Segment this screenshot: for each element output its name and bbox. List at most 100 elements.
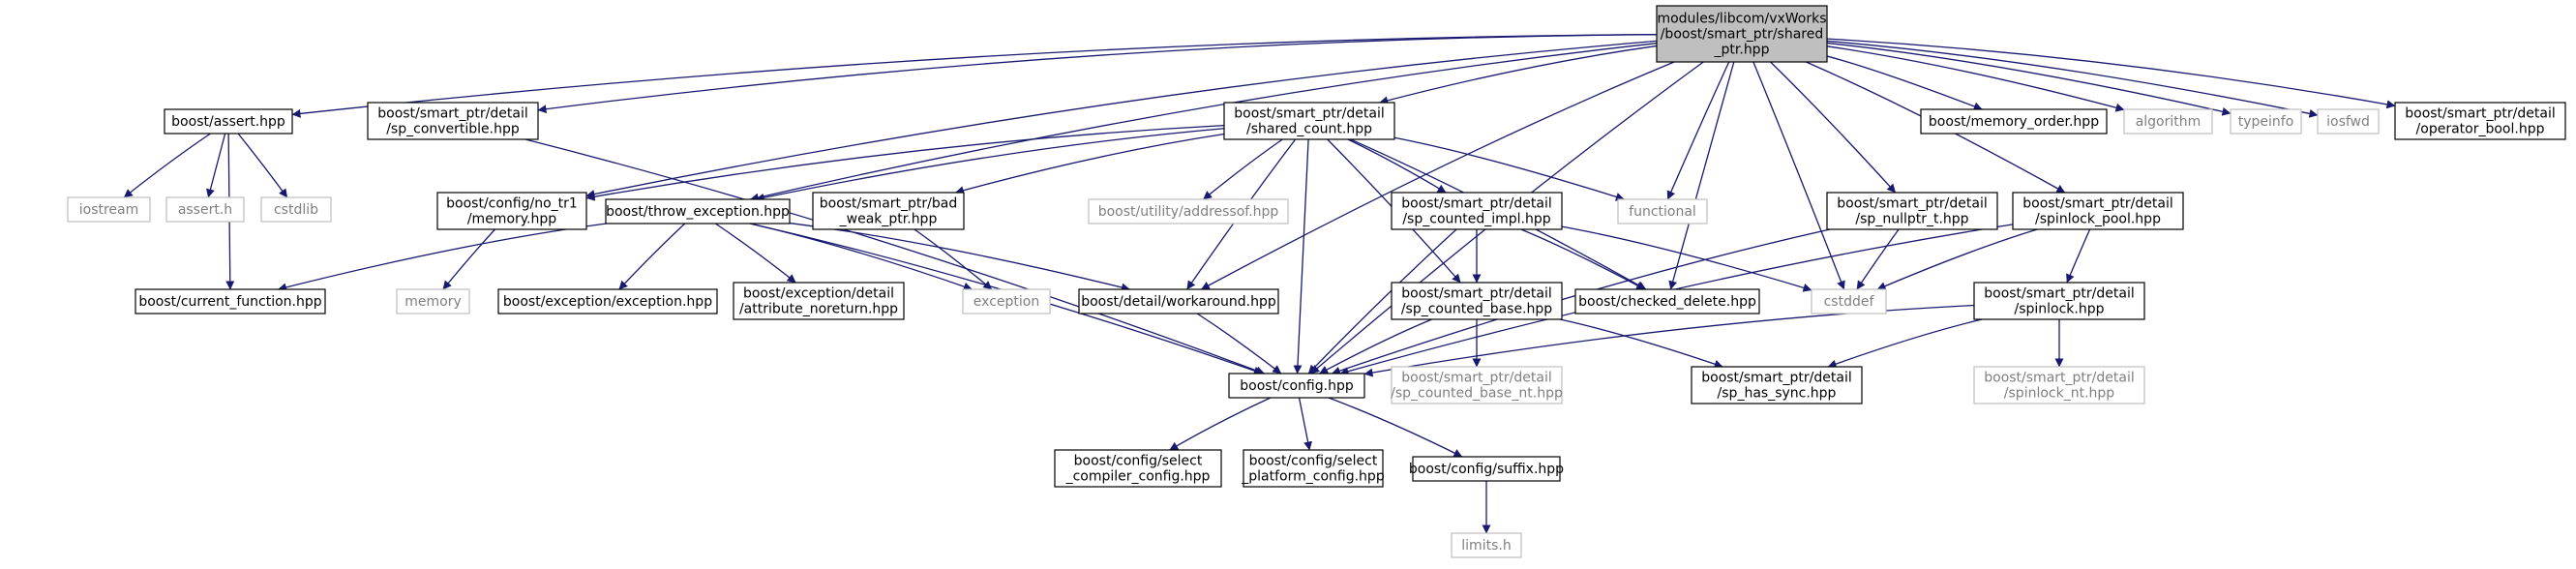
node-box [1826,192,1998,230]
node-exception-hpp[interactable]: boost/exception/exception.hpp [497,288,718,314]
edge-shared_count-to-throw_exception [755,128,1225,202]
edge-root-to-algorithm [1826,45,2125,112]
edge-shared_count-to-no_tr1_memory [585,125,1225,201]
node-label-line: /sp_convertible.hpp [386,122,520,137]
node-sp-counted-base[interactable]: boost/smart_ptr/detail/sp_counted_base.h… [1391,282,1563,320]
edge-shared_count-to-functional [1393,136,1625,201]
node-label-line: /sp_counted_base.hpp [1401,302,1552,317]
node-checked-delete[interactable]: boost/checked_delete.hpp [1574,288,1760,314]
node-label-line: memory [404,294,462,310]
node-root[interactable]: modules/libcom/vxWorks/boost/smart_ptr/s… [1656,5,1828,63]
node-label-line: functional [1629,204,1696,220]
node-box [1574,288,1760,314]
node-box [1243,449,1384,488]
node-label-line: boost/exception/detail [743,286,894,302]
node-label-line: /attribute_noreturn.hpp [739,302,898,317]
node-bad-weak-ptr[interactable]: boost/smart_ptr/bad_weak_ptr.hpp [812,192,965,230]
node-label-line: /spinlock_nt.hpp [2004,386,2114,402]
node-select-platform[interactable]: boost/config/select_platform_config.hpp [1241,449,1385,488]
edge-config-to-select_compiler [1169,397,1272,451]
node-box [367,102,539,140]
node-label-line: boost/smart_ptr/detail [2405,106,2555,122]
edge-config-to-suffix [1328,397,1463,458]
node-label-line: cstdlib [274,202,318,218]
node-algorithm: algorithm [2123,108,2213,135]
node-addressof: boost/utility/addressof.hpp [1088,198,1289,225]
node-spinlock-pool[interactable]: boost/smart_ptr/detail/spinlock_pool.hpp [2012,192,2184,230]
node-operator-bool[interactable]: boost/smart_ptr/detail/operator_bool.hpp [2394,102,2566,140]
node-select-compiler[interactable]: boost/config/select_compiler_config.hpp [1054,449,1222,488]
edge-throw_exception-to-workaround [789,222,1130,292]
node-sp-convertible[interactable]: boost/smart_ptr/detail/sp_convertible.hp… [367,102,539,140]
edge-root-to-iosfwd [1826,40,2319,118]
node-cstdlib: cstdlib [260,196,332,223]
node-label-line: iosfwd [2326,114,2370,130]
node-suffix[interactable]: boost/config/suffix.hpp [1409,456,1564,482]
node-label-line: boost/smart_ptr/detail [1401,371,1551,386]
node-box [1412,456,1561,482]
node-functional: functional [1617,198,1708,225]
edge-root-to-sp_nullptr_t [1770,61,1897,194]
node-box [1656,5,1828,63]
node-config[interactable]: boost/config.hpp [1228,373,1365,399]
node-box [812,192,965,230]
node-label-line: algorithm [2136,114,2202,130]
node-current-function[interactable]: boost/current_function.hpp [135,288,326,314]
edge-throw_exception-to-exception_hpp [618,223,686,290]
node-attribute-noreturn[interactable]: boost/exception/detail/attribute_noretur… [733,282,905,320]
node-label-line: boost/smart_ptr/detail [1401,286,1551,302]
node-iosfwd: iosfwd [2317,108,2380,135]
node-box [1054,449,1222,488]
node-label-line: boost/throw_exception.hpp [606,204,790,220]
node-throw-exception[interactable]: boost/throw_exception.hpp [605,198,791,225]
edge-root-to-typeinfo [1826,42,2232,116]
edge-assert-to-assert_h [206,133,226,198]
node-sp-nullptr-t[interactable]: boost/smart_ptr/detail/sp_nullptr_t.hpp [1826,192,1998,230]
node-box [2012,192,2184,230]
edge-assert-to-cstdlib [237,133,288,198]
edge-root-to-shared_count [1379,45,1658,105]
node-memory: memory [396,288,470,314]
edge-root-to-throw_exception [749,43,1658,202]
node-box [164,108,293,135]
node-exception: exception [962,288,1051,314]
edge-shared_count-to-bad_weak_ptr [954,133,1225,195]
edge-workaround-to-config [1196,313,1282,374]
node-sp-has-sync[interactable]: boost/smart_ptr/detail/sp_has_sync.hpp [1691,366,1863,404]
node-box [1078,288,1279,314]
node-no-tr1-memory[interactable]: boost/config/no_tr1/memory.hpp [436,192,587,230]
edge-root-to-assert [291,33,1658,118]
node-box [1973,366,2145,404]
edge-root-to-checked_delete [1668,61,1735,290]
edge-spinlock_pool-to-cstddef [1876,228,2038,290]
edge-shared_count-to-sp_counted_impl [1347,138,1447,194]
node-spinlock[interactable]: boost/smart_ptr/detail/spinlock.hpp [1973,282,2145,320]
node-sp-counted-impl[interactable]: boost/smart_ptr/detail/sp_counted_impl.h… [1391,192,1563,230]
node-label-line: boost/smart_ptr/detail [377,106,527,122]
node-label-line: /spinlock_pool.hpp [2035,212,2161,227]
node-box [1391,282,1563,320]
node-label-line: assert.h [178,202,232,218]
edge-sp_convertible-to-config [524,138,1265,375]
nodes-layer: modules/libcom/vxWorks/boost/smart_ptr/s… [67,5,2566,558]
node-box [2230,108,2302,135]
edge-no_tr1_memory-to-memory [442,228,496,290]
node-box [1691,366,1863,404]
node-label-line: /sp_has_sync.hpp [1718,386,1837,402]
edge-sp_nullptr_t-to-cstddef [1856,228,1900,290]
edge-sp_counted_impl-to-config [1307,228,1457,374]
node-assert[interactable]: boost/assert.hpp [164,108,293,135]
node-shared-count[interactable]: boost/smart_ptr/detail/shared_count.hpp [1223,102,1395,140]
node-label-line: cstddef [1824,294,1875,310]
node-cstddef: cstddef [1811,288,1887,314]
node-memory-order[interactable]: boost/memory_order.hpp [1920,108,2108,135]
node-box [1617,198,1708,225]
node-label-line: boost/smart_ptr/detail [1701,371,1851,386]
node-box [67,196,151,223]
node-label-line: _weak_ptr.hpp [839,212,938,227]
node-workaround[interactable]: boost/detail/workaround.hpp [1078,288,1279,314]
node-label-line: _platform_config.hpp [1241,469,1385,485]
node-box [962,288,1051,314]
node-box [2394,102,2566,140]
edge-root-to-operator_bool [1826,38,2396,109]
